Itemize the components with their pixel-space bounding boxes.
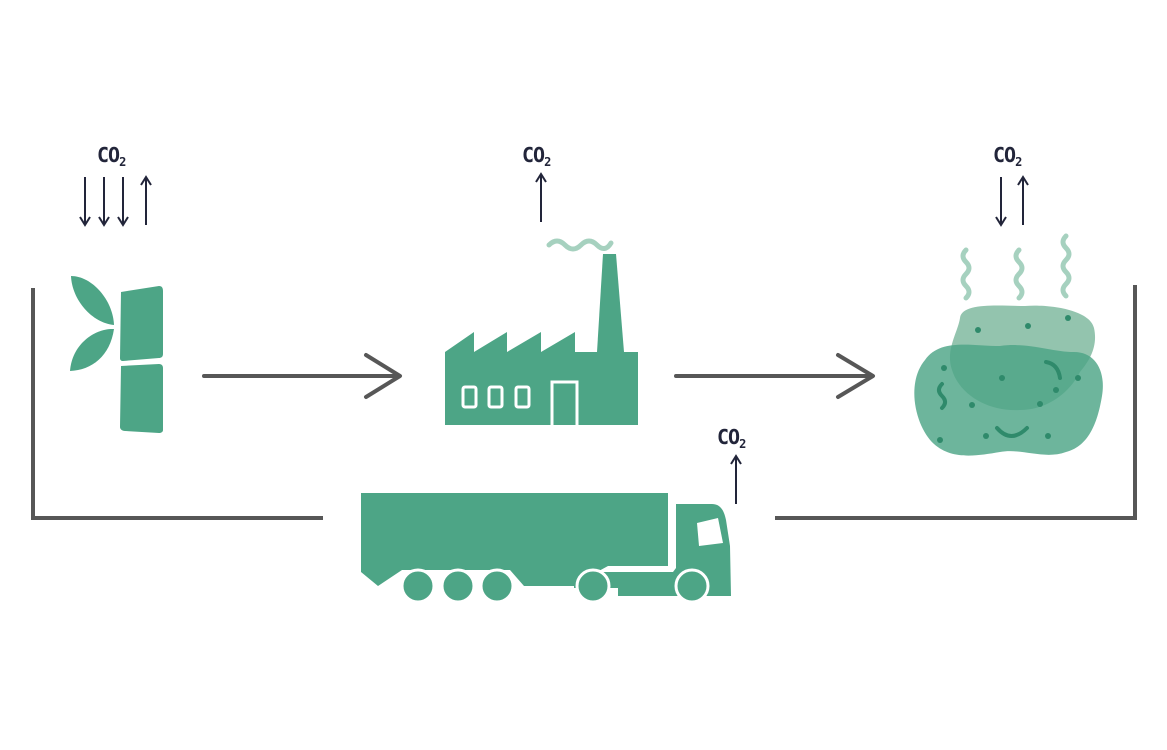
truck-window — [697, 518, 723, 546]
arrow-factory-to-landfill — [674, 353, 875, 399]
landfill-co2-arrows — [995, 175, 1029, 227]
factory-chimney — [597, 254, 624, 352]
plant-co2-arrows — [79, 175, 152, 227]
factory-smoke — [546, 238, 614, 252]
truck-trailer — [361, 493, 668, 586]
factory-co2-arrow — [535, 172, 547, 222]
truck-icon — [361, 493, 731, 604]
landfill-worms — [937, 360, 1062, 438]
co2-text: CO — [97, 143, 120, 167]
factory-icon — [445, 238, 638, 425]
co2-text: CO — [522, 143, 545, 167]
co2-text: CO — [993, 143, 1016, 167]
co2-subscript: 2 — [119, 155, 126, 169]
factory-building — [445, 332, 638, 425]
truck-wheels — [400, 568, 710, 604]
factory-co2-label: CO2 — [522, 143, 551, 169]
landfill-co2-label: CO2 — [993, 143, 1022, 169]
truck-co2-arrow — [730, 454, 742, 504]
co2-text: CO — [717, 425, 740, 449]
arrow-plant-to-factory — [202, 353, 402, 399]
loop-right-line — [775, 285, 1137, 520]
plant-icon — [70, 276, 163, 433]
loop-left-line — [31, 288, 323, 520]
truck-co2-label: CO2 — [717, 425, 746, 451]
landfill-front-pile — [914, 344, 1103, 456]
landfill-icon — [914, 233, 1103, 456]
landfill-debris — [937, 315, 1081, 443]
plant-co2-label: CO2 — [97, 143, 126, 169]
factory-windows — [461, 385, 531, 409]
co2-subscript: 2 — [544, 155, 551, 169]
co2-subscript: 2 — [739, 437, 746, 451]
landfill-fumes — [960, 233, 1072, 301]
co2-subscript: 2 — [1015, 155, 1022, 169]
factory-door — [550, 380, 579, 425]
cycle-loop-lines — [31, 285, 1137, 520]
